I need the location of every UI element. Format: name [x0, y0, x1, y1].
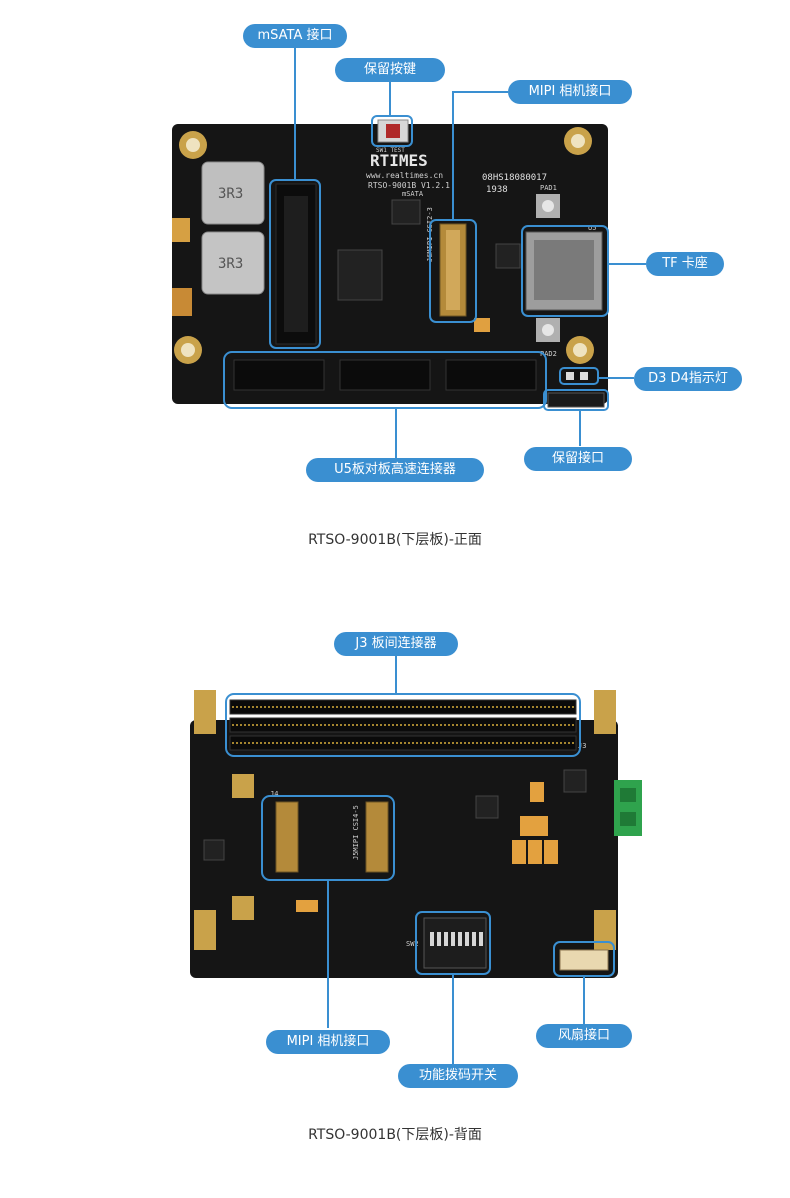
- silk-serial: 08HS18080017: [482, 173, 547, 183]
- caption-front: RTSO-9001B(下层板)-正面: [308, 532, 482, 548]
- label-u5: U5板对板高速连接器: [306, 458, 484, 482]
- callout-box-button: [371, 115, 413, 147]
- callout-box-leds: [559, 367, 599, 385]
- callout-box-reserved: [543, 389, 609, 411]
- silk-sw2: SW2: [406, 940, 419, 948]
- silk-j5: J5MIPI CSI4-5: [352, 805, 360, 860]
- back-pcb: [190, 720, 618, 978]
- reserved-header: [547, 392, 605, 408]
- silk-sw: SW1 TEST: [376, 147, 405, 154]
- label-fan: 风扇接口: [536, 1024, 632, 1048]
- front-mount-holes: [174, 127, 594, 364]
- callout-box-u5: [223, 351, 547, 409]
- callout-box-j3: [225, 693, 581, 757]
- back-mipi-j4: [275, 801, 299, 873]
- u5-connectors: [233, 359, 537, 391]
- silk-url: www.realtimes.cn: [366, 171, 443, 180]
- silk-pad1: PAD1: [540, 184, 557, 192]
- j3-connector: [229, 699, 577, 751]
- label-reserved-button: 保留按键: [335, 58, 445, 82]
- back-board-illustration: J4 J5MIPI CSI4-5 SW2 J3: [190, 656, 642, 1064]
- front-board-illustration: 3R3 3R3 RTIMES: [172, 48, 646, 458]
- silk-batch: 1938: [486, 185, 508, 195]
- label-back-mipi: MIPI 相机接口: [266, 1030, 390, 1054]
- label-dip: 功能拨码开关: [398, 1064, 518, 1088]
- label-reserved-port: 保留接口: [524, 447, 632, 471]
- caption-back: RTSO-9001B(下层板)-背面: [308, 1127, 482, 1143]
- inductor-1: [201, 161, 265, 225]
- silk-j4: J4: [270, 790, 278, 798]
- silk-u5: U5: [588, 224, 596, 232]
- silk-model: RTSO-9001B V1.2.1: [368, 181, 450, 190]
- silk-j3: J3: [578, 742, 586, 750]
- inductor-2: [201, 231, 265, 295]
- inductor-1-text: 3R3: [218, 186, 243, 202]
- label-front-mipi: MIPI 相机接口: [508, 80, 632, 104]
- back-standoffs: [194, 690, 616, 950]
- back-mipi-j5: [365, 801, 389, 873]
- silk-msata: mSATA: [402, 190, 424, 198]
- label-j3: J3 板间连接器: [334, 632, 458, 656]
- callout-box-tf: [521, 225, 609, 317]
- label-msata: mSATA 接口: [243, 24, 347, 48]
- inductor-2-text: 3R3: [218, 256, 243, 272]
- label-d3d4: D3 D4指示灯: [634, 367, 742, 391]
- label-tf: TF 卡座: [646, 252, 724, 276]
- fan-connector: [559, 949, 609, 971]
- silk-pad2: PAD2: [540, 350, 557, 358]
- silk-brand: RTIMES: [370, 151, 428, 170]
